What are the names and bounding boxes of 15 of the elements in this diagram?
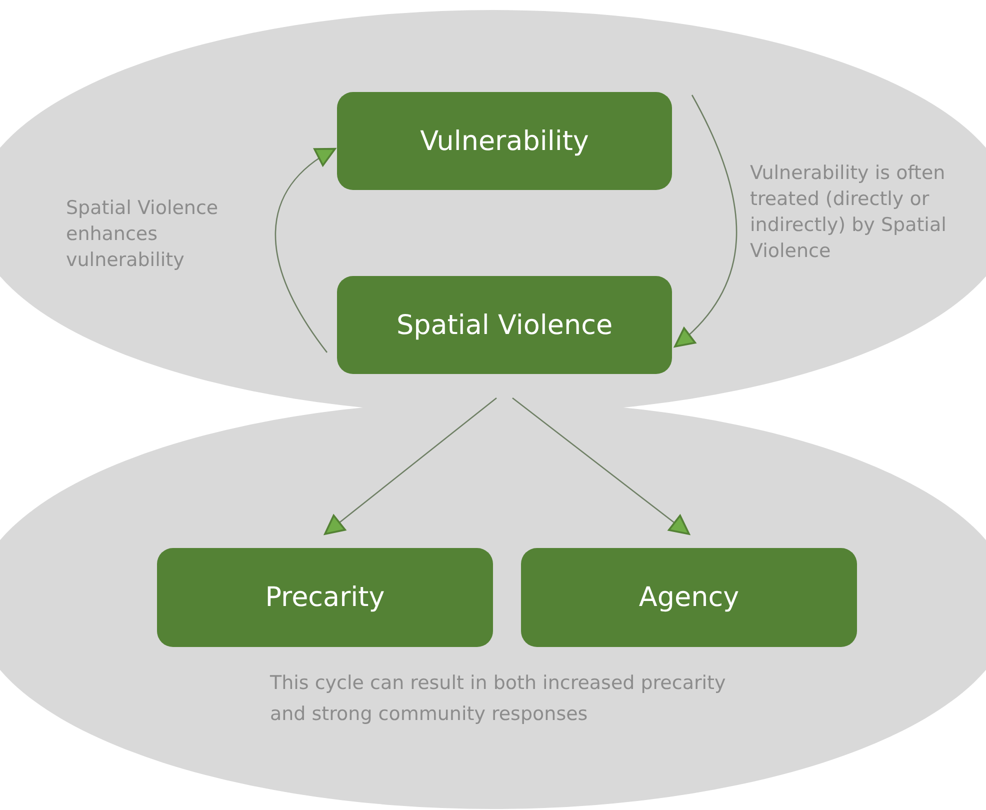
edge-label: Vulnerability is often treated (directly or indirectly) by Spatial Violence [750,161,948,264]
box-label: Agency [638,582,740,613]
arrow [674,94,737,348]
box-label: Precarity [265,582,385,613]
caption-note: This cycle can result in both increased precarity and strong community responses [270,671,727,727]
arrow [324,398,497,535]
arrow [274,148,336,353]
arrow [512,397,690,535]
process-box [521,548,857,647]
edge-label: Spatial Violence enhances vulnerability [66,196,220,273]
process-box [337,92,672,190]
box-label: Spatial Violence [396,310,613,340]
process-box [157,548,493,647]
process-box [337,276,672,374]
box-label: Vulnerability [420,126,589,156]
